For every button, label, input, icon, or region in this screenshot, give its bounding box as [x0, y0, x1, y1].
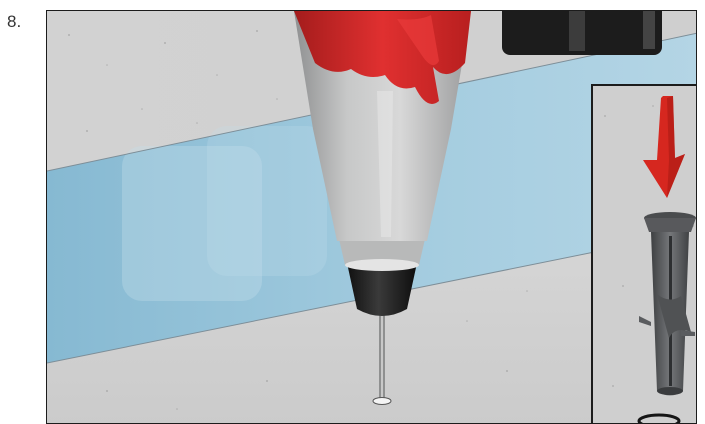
wall-device — [502, 11, 662, 55]
anchor-detail-inset — [591, 84, 697, 424]
step-number: 8. — [7, 12, 21, 32]
floor-hole — [373, 398, 391, 405]
main-illustration — [46, 10, 697, 424]
